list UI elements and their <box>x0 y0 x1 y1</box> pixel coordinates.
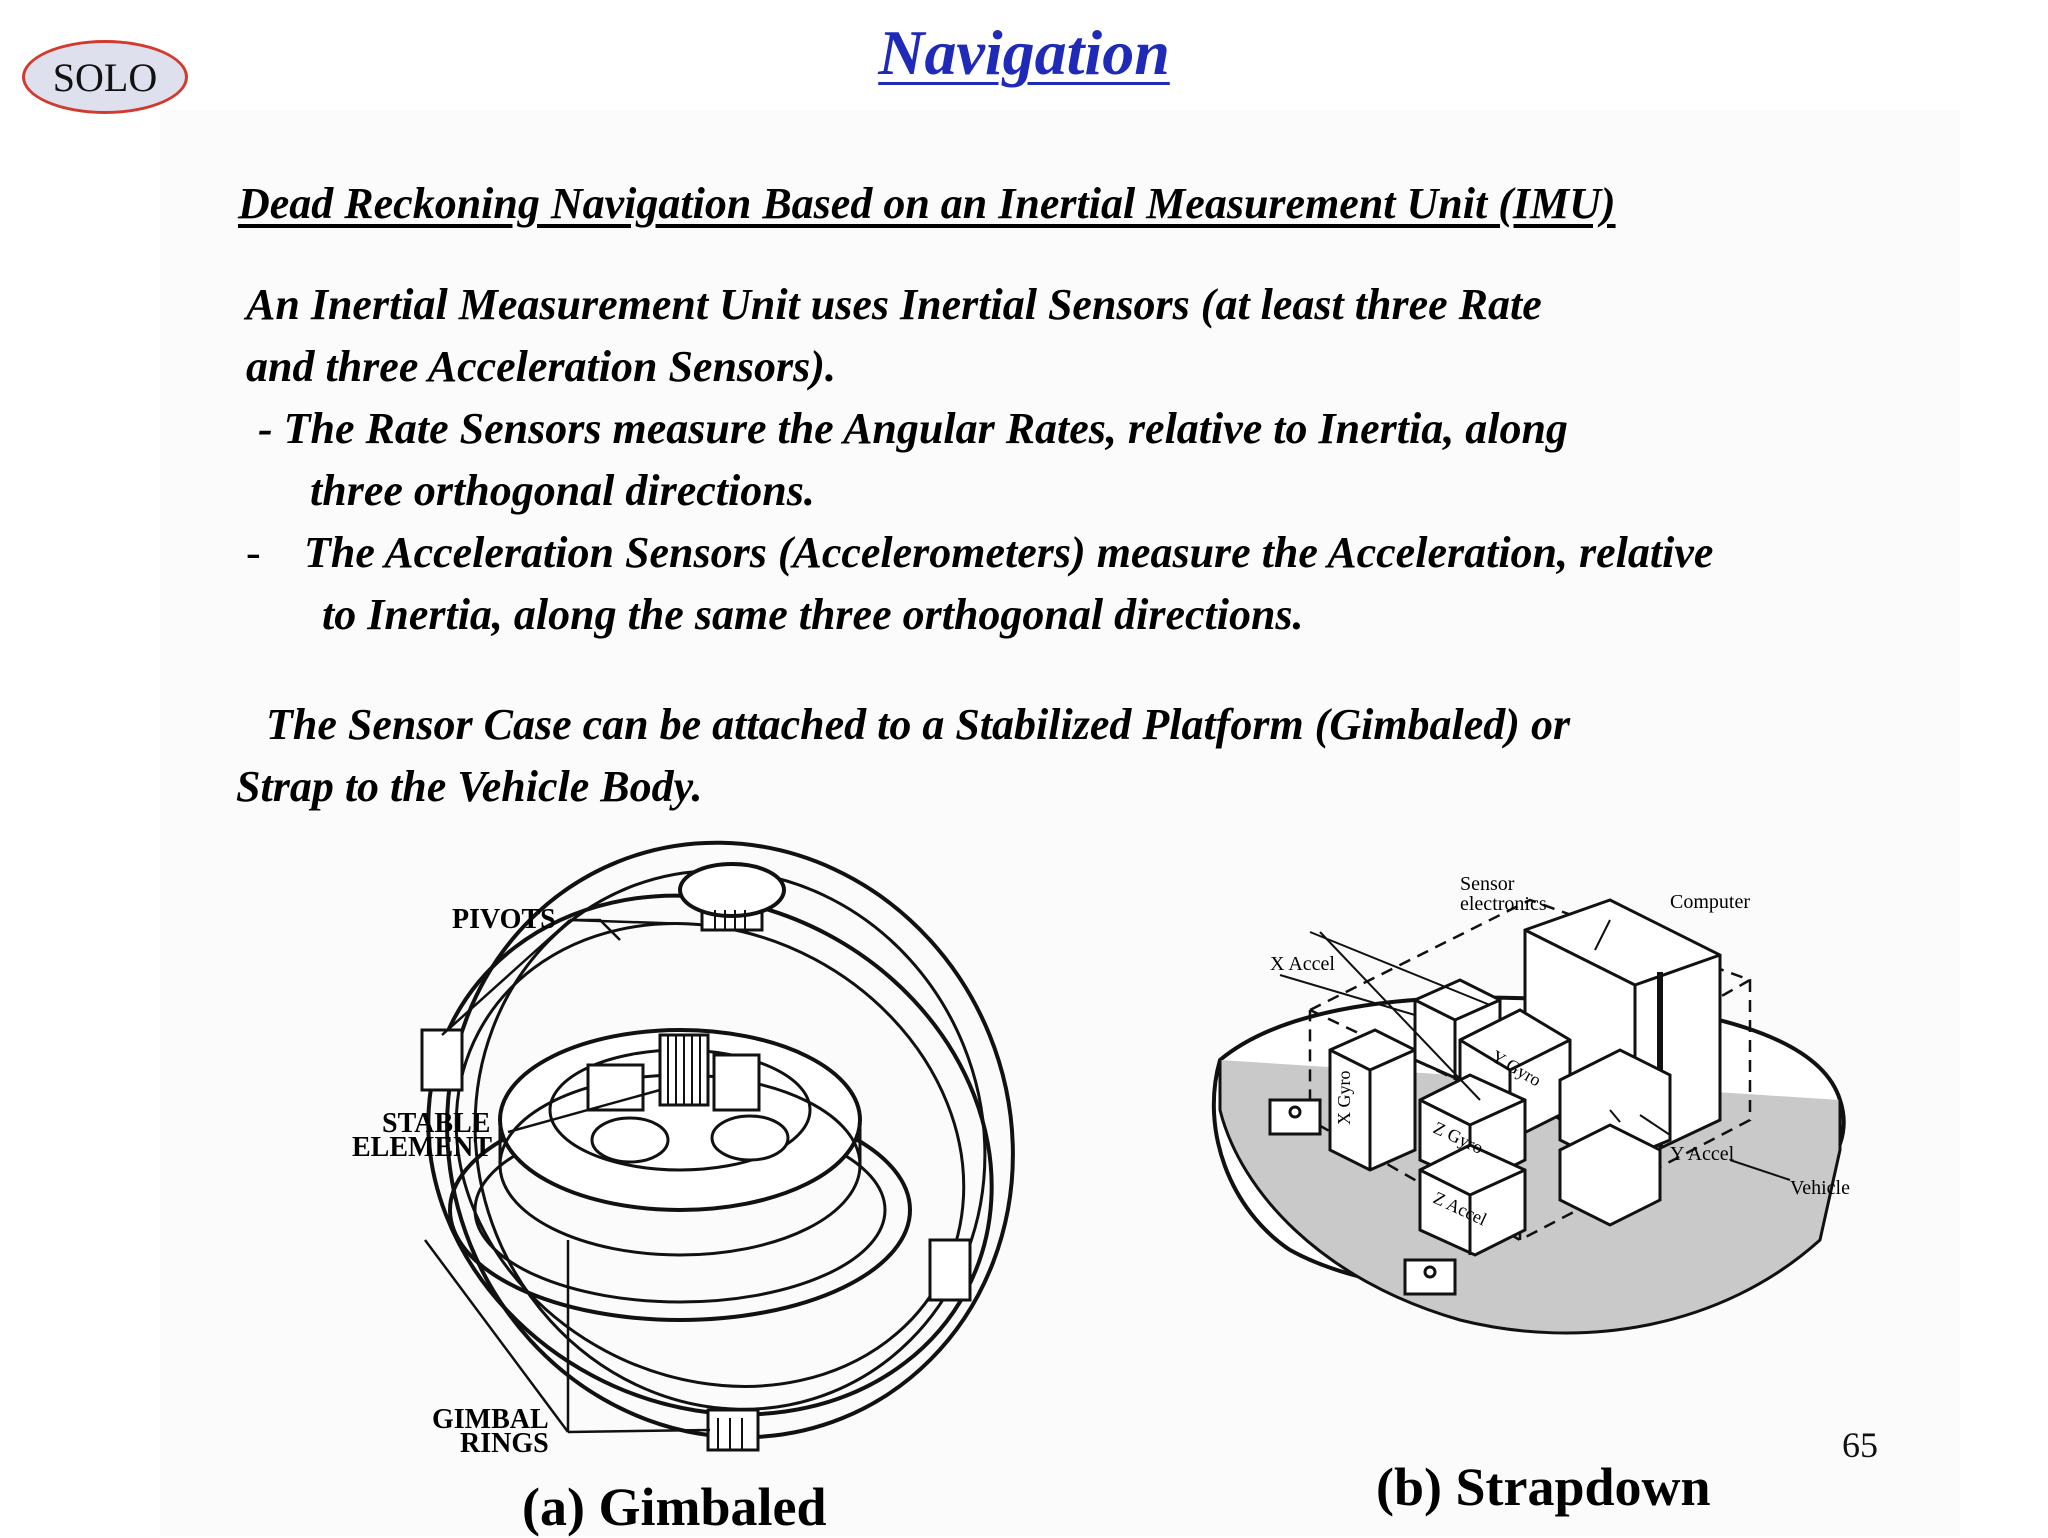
label-gimbal: GIMBAL <box>432 1404 549 1435</box>
body-line-7: The Sensor Case can be attached to a Sta… <box>266 700 1571 749</box>
label-stable: STABLE <box>382 1108 490 1139</box>
body-line-5: The Acceleration Sensors (Accelerometers… <box>304 528 1714 577</box>
label-x-accel: X Accel <box>1270 953 1335 975</box>
body-line-5-dash: - <box>246 528 261 577</box>
label-pivots: PIVOTS <box>452 904 556 935</box>
page-title: Navigation <box>878 17 1170 88</box>
strapdown-diagram: Sensor electronics Computer X Accel X Gy… <box>1211 873 1850 1335</box>
caption-gimbaled: (a) Gimbaled <box>522 1477 827 1537</box>
section-subtitle: Dead Reckoning Navigation Based on an In… <box>238 179 1616 228</box>
label-computer: Computer <box>1670 891 1750 913</box>
body-line-4: three orthogonal directions. <box>310 466 815 515</box>
label-electronics: electronics <box>1460 893 1547 915</box>
label-sensor: Sensor <box>1460 873 1515 895</box>
body-line-1: An Inertial Measurement Unit uses Inerti… <box>246 280 1542 329</box>
page-number: 65 <box>1842 1425 1878 1465</box>
label-y-accel: Y Accel <box>1670 1143 1735 1165</box>
body-line-6: to Inertia, along the same three orthogo… <box>322 590 1304 639</box>
author-badge: SOLO <box>22 40 188 114</box>
author-badge-label: SOLO <box>52 54 158 100</box>
gimbaled-diagram: PIVOTS STABLE ELEMENT GIMBAL RINGS <box>352 840 1015 1459</box>
label-vehicle: Vehicle <box>1790 1177 1850 1199</box>
body-line-3: - The Rate Sensors measure the Angular R… <box>258 404 1568 453</box>
body-line-8: Strap to the Vehicle Body. <box>236 762 703 811</box>
caption-strapdown: (b) Strapdown <box>1376 1457 1711 1517</box>
label-element: ELEMENT <box>352 1132 492 1163</box>
body-line-2: and three Acceleration Sensors). <box>246 342 836 391</box>
label-rings: RINGS <box>460 1428 549 1459</box>
label-x-gyro: X Gyro <box>1334 1071 1354 1126</box>
